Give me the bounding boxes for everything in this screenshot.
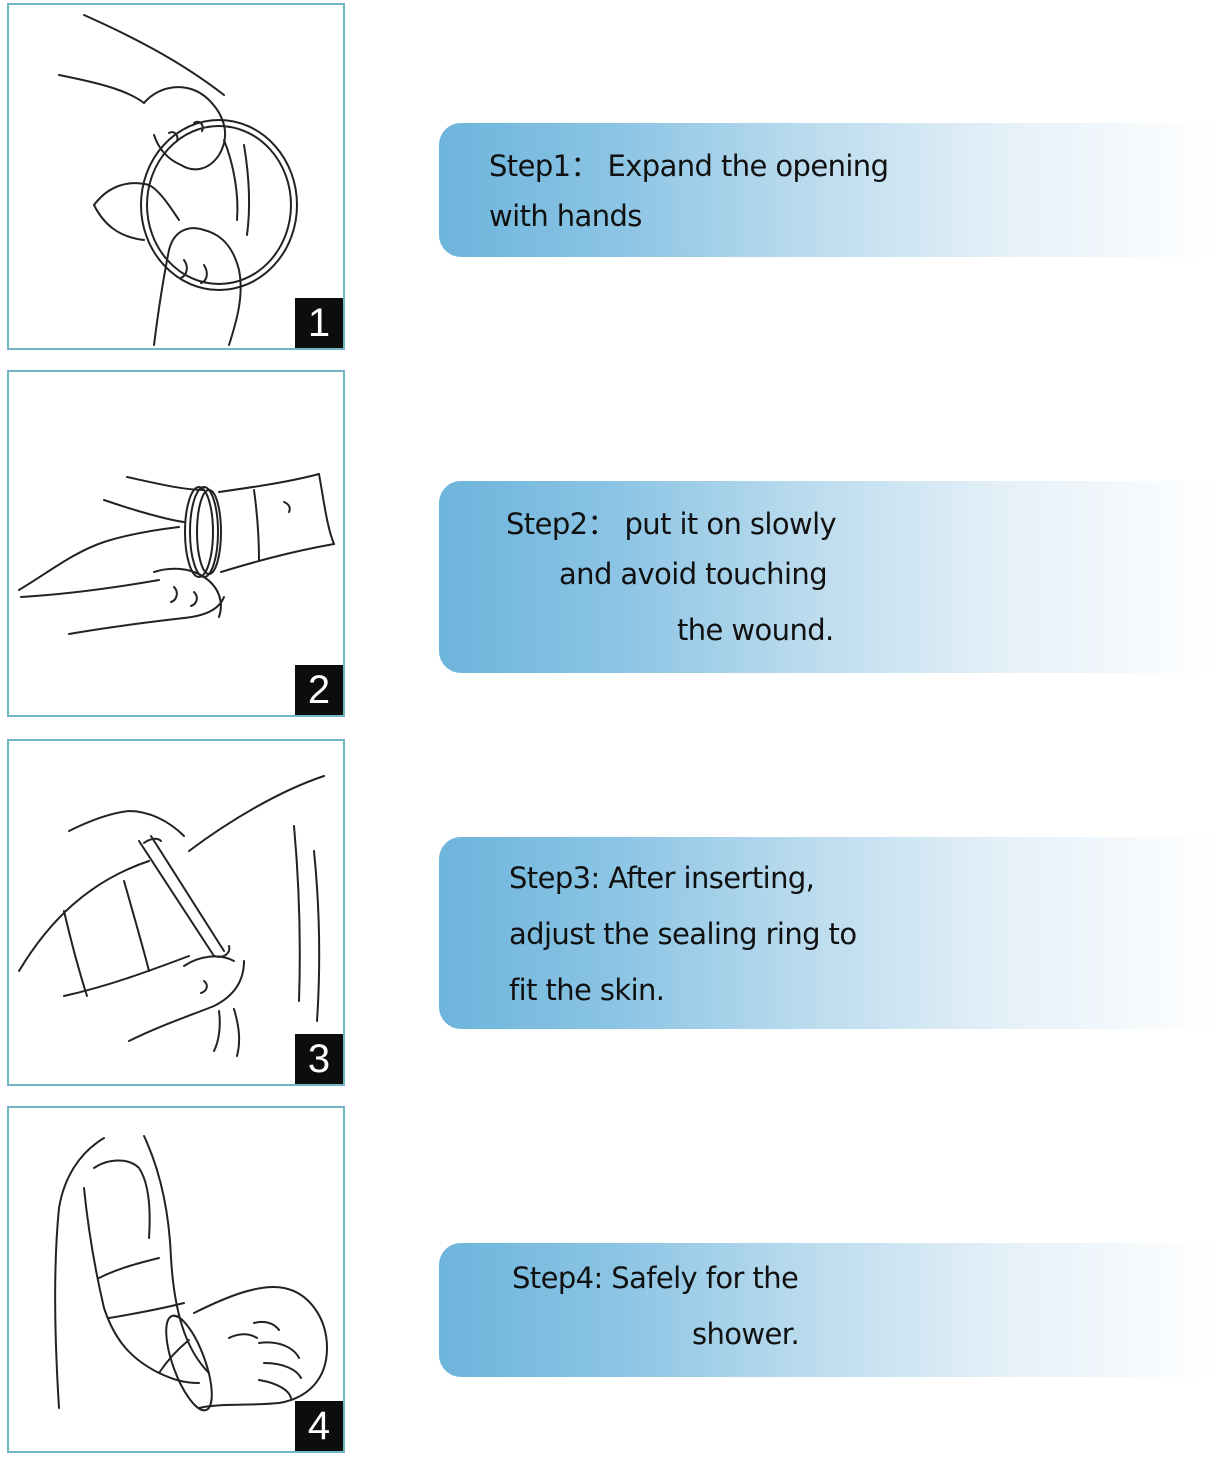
step-1-banner: Step1： Expand the opening with hands (439, 123, 1220, 257)
step-1-illustration-panel: 1 (7, 3, 345, 350)
step-1-line-2: with hands (489, 199, 642, 233)
arm-insertion-illustration (18, 473, 335, 635)
arm-in-sleeve-illustration (54, 1135, 329, 1412)
step-2-line-2: and avoid touching (559, 557, 828, 591)
sealing-ring-adjust-illustration (18, 775, 325, 1057)
step-3-illustration-panel: 3 (7, 739, 345, 1086)
step-3-banner: Step3: After inserting, adjust the seali… (439, 837, 1220, 1029)
step-2-banner: Step2： put it on slowly and avoid touchi… (439, 481, 1220, 673)
step-4-line-1: Step4: Safely for the (512, 1261, 799, 1295)
step-number-badge: 1 (295, 298, 343, 348)
step-number-badge: 3 (295, 1034, 343, 1084)
step-4-illustration-panel: 4 (7, 1106, 345, 1453)
step-number-badge: 2 (295, 665, 343, 715)
step-3-line-3: fit the skin. (509, 973, 665, 1007)
step-3-line-1: Step3: After inserting, (509, 861, 815, 895)
step-3-line-2: adjust the sealing ring to (509, 917, 857, 951)
step-2-line-1: Step2： put it on slowly (506, 507, 837, 541)
step-2-line-3: the wound. (677, 613, 834, 647)
step-1-line-1: Step1： Expand the opening (489, 149, 889, 183)
hands-expanding-ring-illustration (58, 14, 298, 346)
step-number-badge: 4 (295, 1401, 343, 1451)
step-2-illustration-panel: 2 (7, 370, 345, 717)
step-4-line-2: shower. (692, 1317, 800, 1351)
step-4-banner: Step4: Safely for the shower. (439, 1243, 1220, 1377)
